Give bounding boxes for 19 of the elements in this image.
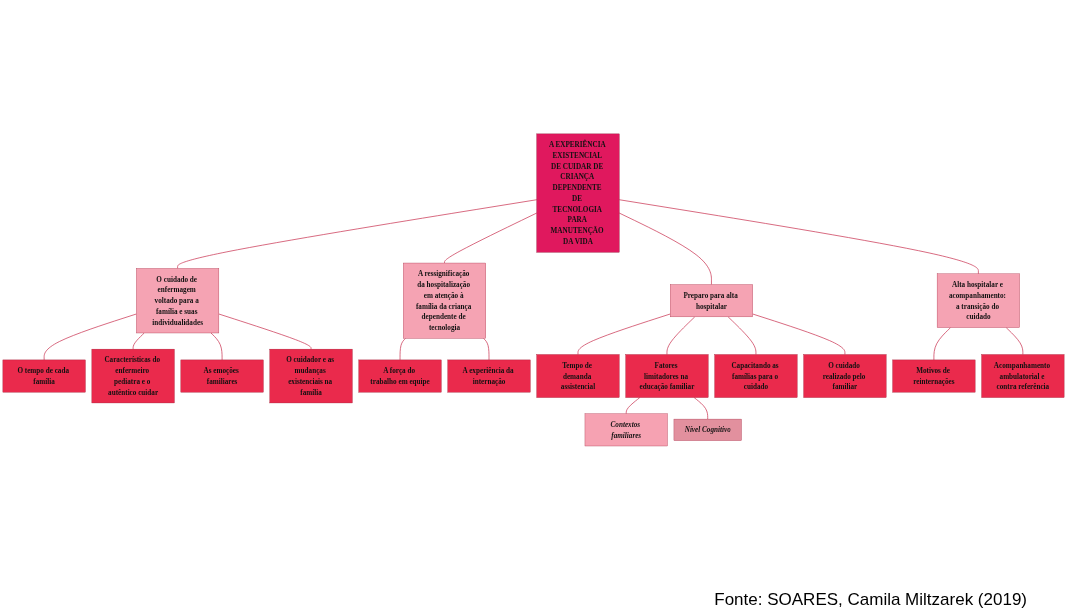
connector — [727, 316, 757, 355]
connector — [483, 338, 490, 361]
connector — [666, 316, 696, 355]
connector — [444, 212, 538, 264]
connector — [933, 327, 951, 361]
connector — [132, 332, 145, 350]
source-caption: Fonte: SOARES, Camila Miltzarek (2019) — [714, 590, 1027, 610]
connector — [43, 313, 137, 361]
connector — [625, 397, 641, 415]
connector — [618, 212, 712, 285]
connector — [618, 199, 979, 275]
connector — [693, 397, 709, 420]
connector — [210, 332, 223, 361]
connector — [1005, 327, 1024, 355]
connector — [218, 313, 312, 350]
connector — [752, 313, 846, 355]
connector — [399, 338, 406, 361]
connector — [577, 313, 671, 355]
connector — [177, 199, 538, 269]
